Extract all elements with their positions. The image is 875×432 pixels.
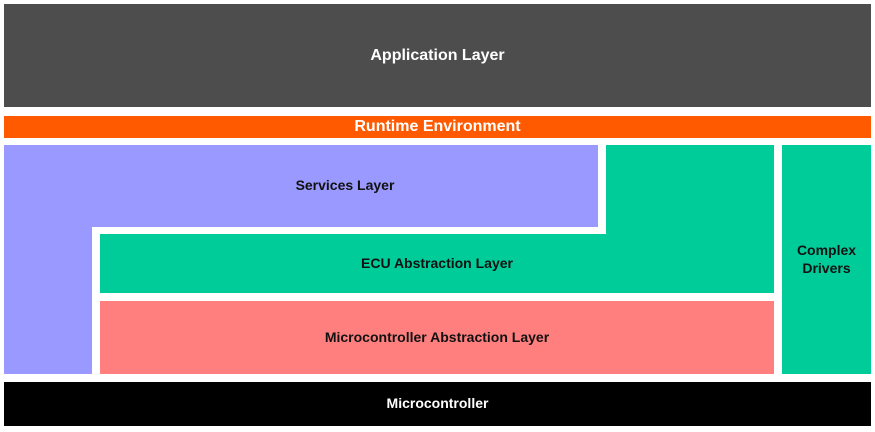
application-layer-label: Application Layer	[370, 46, 505, 64]
complex-drivers-block	[782, 145, 871, 374]
services-layer-label: Services Layer	[295, 177, 395, 194]
microcontroller-block	[4, 382, 871, 426]
complex-drivers-label: Complex Drivers	[796, 242, 857, 276]
services-layer-block-left	[4, 145, 92, 374]
services-layer-block-top	[4, 145, 598, 227]
runtime-environment-block	[4, 116, 871, 138]
microcontroller-label: Microcontroller	[386, 395, 489, 412]
ecu-abstraction-layer-label: ECU Abstraction Layer	[361, 254, 513, 271]
ecu-abstraction-layer-block-bottom	[100, 234, 774, 293]
application-layer-block	[4, 4, 871, 107]
runtime-environment-label: Runtime Environment	[354, 118, 521, 135]
microcontroller-abstraction-layer-block	[100, 301, 774, 374]
microcontroller-abstraction-layer-label: Microcontroller Abstraction Layer	[324, 328, 550, 345]
